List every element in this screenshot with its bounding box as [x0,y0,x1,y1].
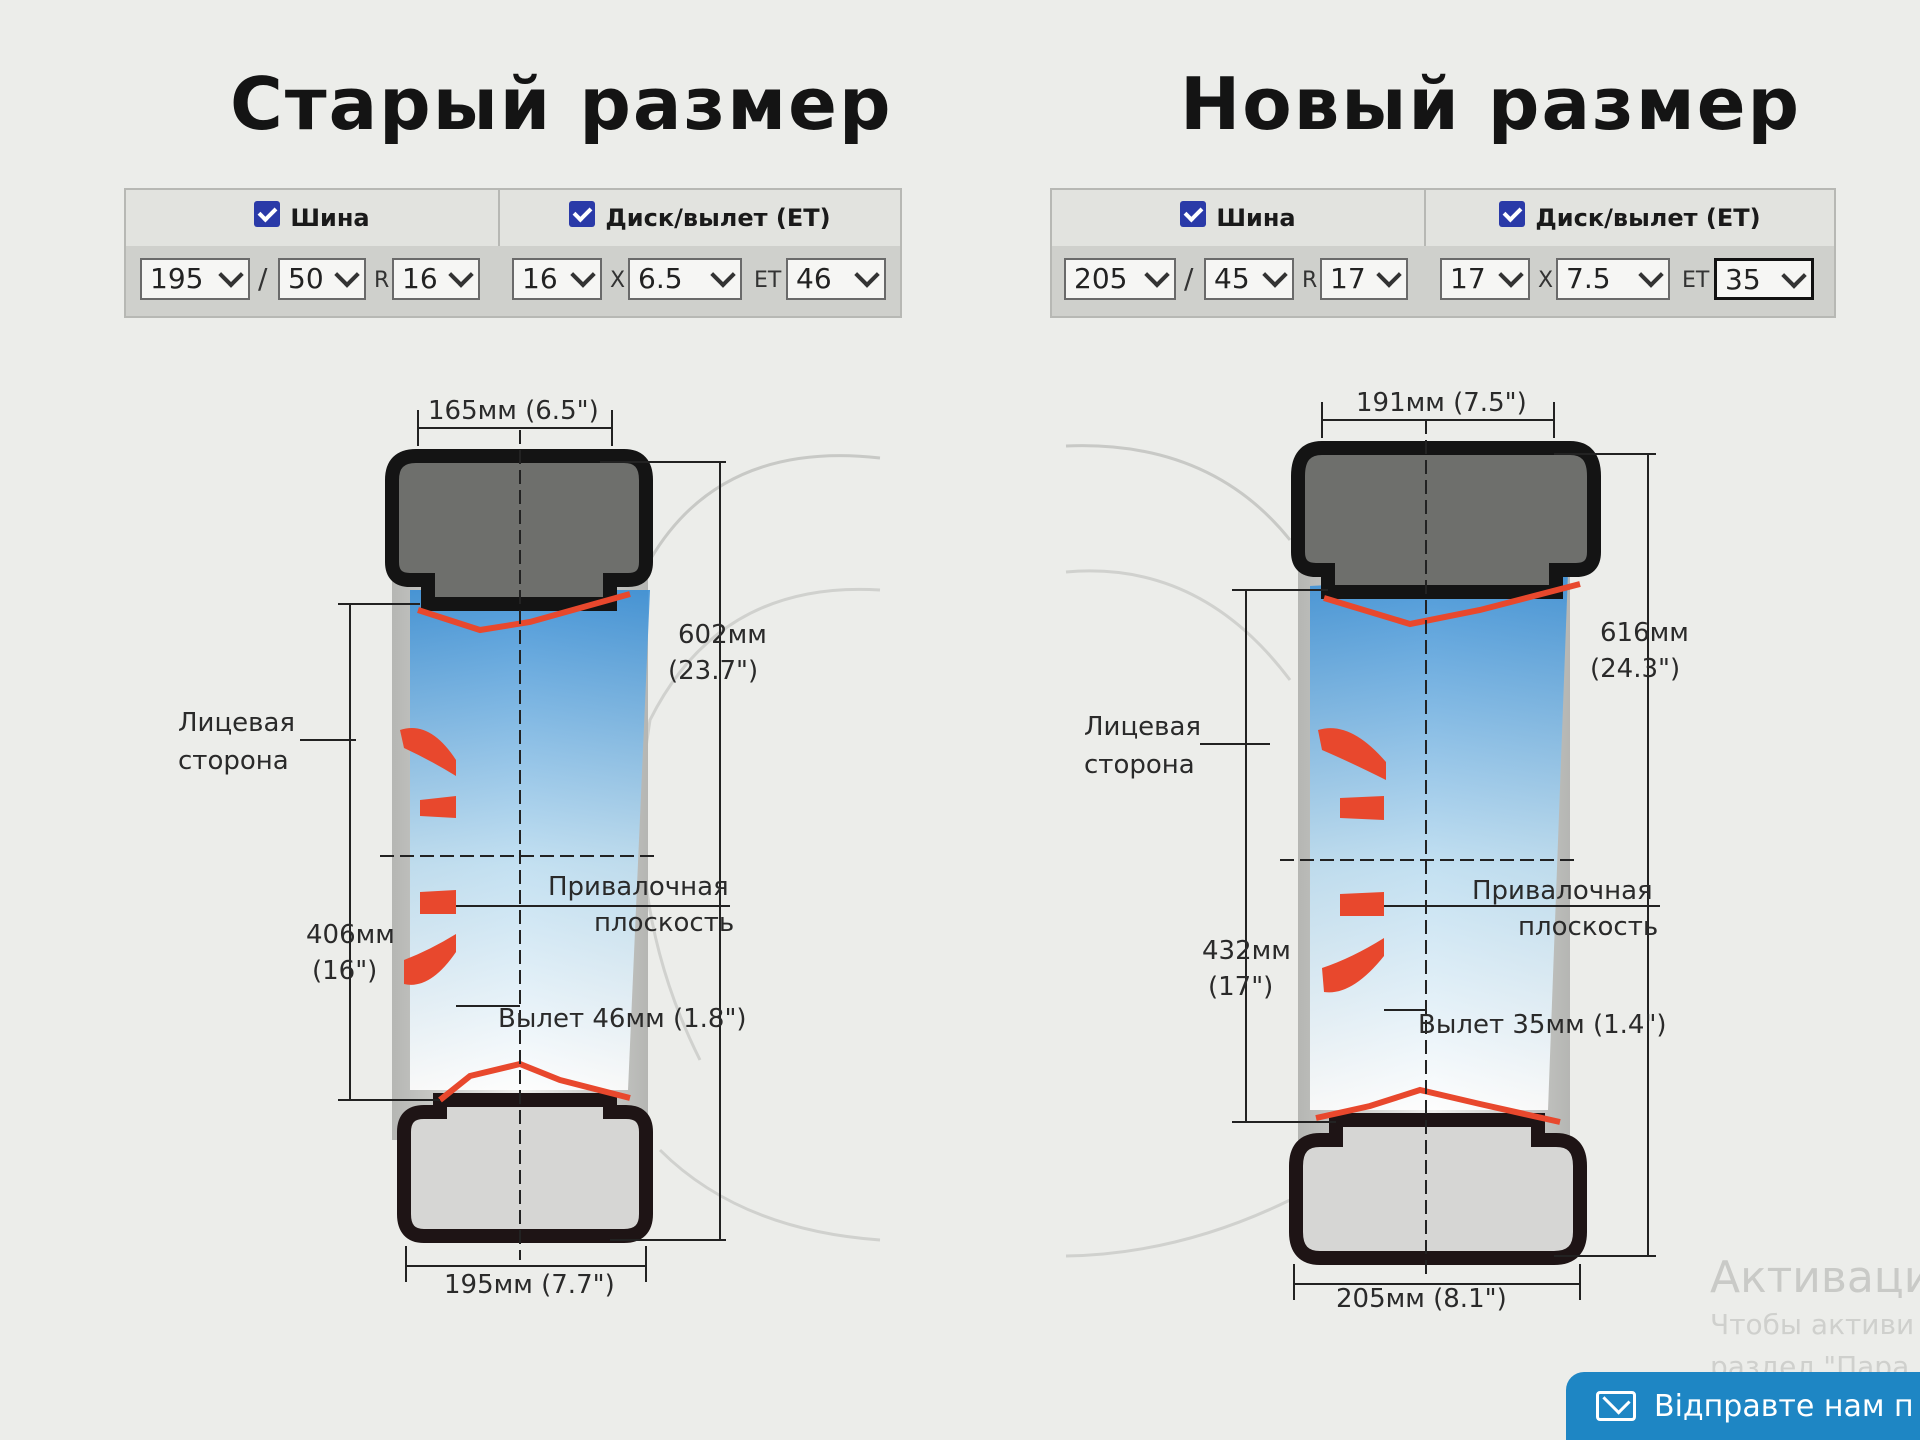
new-r-sep: R [1302,268,1318,293]
old-tire-checkbox[interactable] [254,201,281,227]
old-face-b: сторона [178,746,289,776]
new-et-select[interactable]: 35 [1714,258,1814,300]
old-face-a: Лицевая [178,708,296,738]
old-selects-row: 195 / 50 R 16 16 X 6.5 ET 46 [126,254,900,310]
new-size-panel: Новый размер Шина Диск/вылет (ET) 205 / … [960,0,1920,1440]
new-slash: / [1184,262,1194,295]
send-message-button[interactable]: Відправте нам п [1566,1372,1920,1440]
old-dim-disk-b: (16") [312,956,378,986]
new-rim-width-select[interactable]: 7.5 [1556,258,1670,300]
old-x-sep: X [610,268,626,293]
old-slash: / [258,262,268,295]
new-profile-select[interactable]: 45 [1204,258,1294,300]
old-disk-label: Диск/вылет (ET) [605,204,831,232]
old-profile-select[interactable]: 50 [278,258,366,300]
new-x-sep: X [1538,268,1554,293]
new-size-title: Новый размер [1180,62,1802,146]
new-tire-diagram [1065,402,1660,1300]
new-et-sep: ET [1682,268,1710,293]
old-size-panel: Старый размер Шина Диск/вылет (ET) 195 /… [0,0,960,1440]
mail-icon [1596,1391,1636,1421]
new-disk-label: Диск/вылет (ET) [1535,204,1761,232]
new-tire-checkbox[interactable] [1180,201,1207,227]
old-dim-disk-a: 406мм [306,920,395,950]
old-tire-label: Шина [290,204,370,232]
old-mount-b: плоскость [594,908,735,938]
old-width-select[interactable]: 195 [140,258,250,300]
old-et-sep: ET [754,268,782,293]
new-dim-disk-a: 432мм [1202,936,1291,966]
new-radius-select[interactable]: 17 [1320,258,1408,300]
old-size-controls: Шина Диск/вылет (ET) 195 / 50 R 16 16 X … [124,188,902,318]
new-tire-label: Шина [1216,204,1296,232]
new-tire-header: Шина [1052,190,1426,246]
old-radius-select[interactable]: 16 [392,258,480,300]
old-disk-checkbox[interactable] [569,201,596,227]
new-disk-header: Диск/вылет (ET) [1426,190,1834,246]
old-offset: Вылет 46мм (1.8") [498,1004,747,1034]
new-face-b: сторона [1084,750,1195,780]
windows-activation-line2: Чтобы активи [1710,1308,1915,1341]
old-mount-a: Привалочная [548,872,729,902]
new-offset: Вылет 35мм (1.4") [1418,1010,1667,1040]
new-disk-checkbox[interactable] [1499,201,1526,227]
old-size-title: Старый размер [230,62,893,146]
windows-activation-watermark: Активаци [1710,1252,1920,1303]
old-dim-height-a: 602мм [678,620,767,650]
old-tire-header: Шина [126,190,500,246]
new-dim-bottom: 205мм (8.1") [1336,1284,1507,1314]
new-dim-height-a: 616мм [1600,618,1689,648]
old-et-select[interactable]: 46 [786,258,886,300]
old-tire-diagram [300,410,881,1282]
new-dim-top: 191мм (7.5") [1356,388,1527,418]
new-width-select[interactable]: 205 [1064,258,1176,300]
old-disk-header: Диск/вылет (ET) [500,190,900,246]
new-size-controls: Шина Диск/вылет (ET) 205 / 45 R 17 17 X … [1050,188,1836,318]
new-dim-disk-b: (17") [1208,972,1274,1002]
new-dim-height-b: (24.3") [1590,654,1681,684]
new-selects-row: 205 / 45 R 17 17 X 7.5 ET 35 [1052,254,1834,310]
new-rim-dia-select[interactable]: 17 [1440,258,1530,300]
old-dim-bottom: 195мм (7.7") [444,1270,615,1300]
old-dim-top: 165мм (6.5") [428,396,599,426]
send-message-label: Відправте нам п [1654,1388,1914,1424]
new-face-a: Лицевая [1084,712,1202,742]
new-mount-a: Привалочная [1472,876,1653,906]
old-rim-width-select[interactable]: 6.5 [628,258,742,300]
new-mount-b: плоскость [1518,912,1659,942]
old-dim-height-b: (23.7") [668,656,759,686]
old-rim-dia-select[interactable]: 16 [512,258,602,300]
old-r-sep: R [374,268,390,293]
